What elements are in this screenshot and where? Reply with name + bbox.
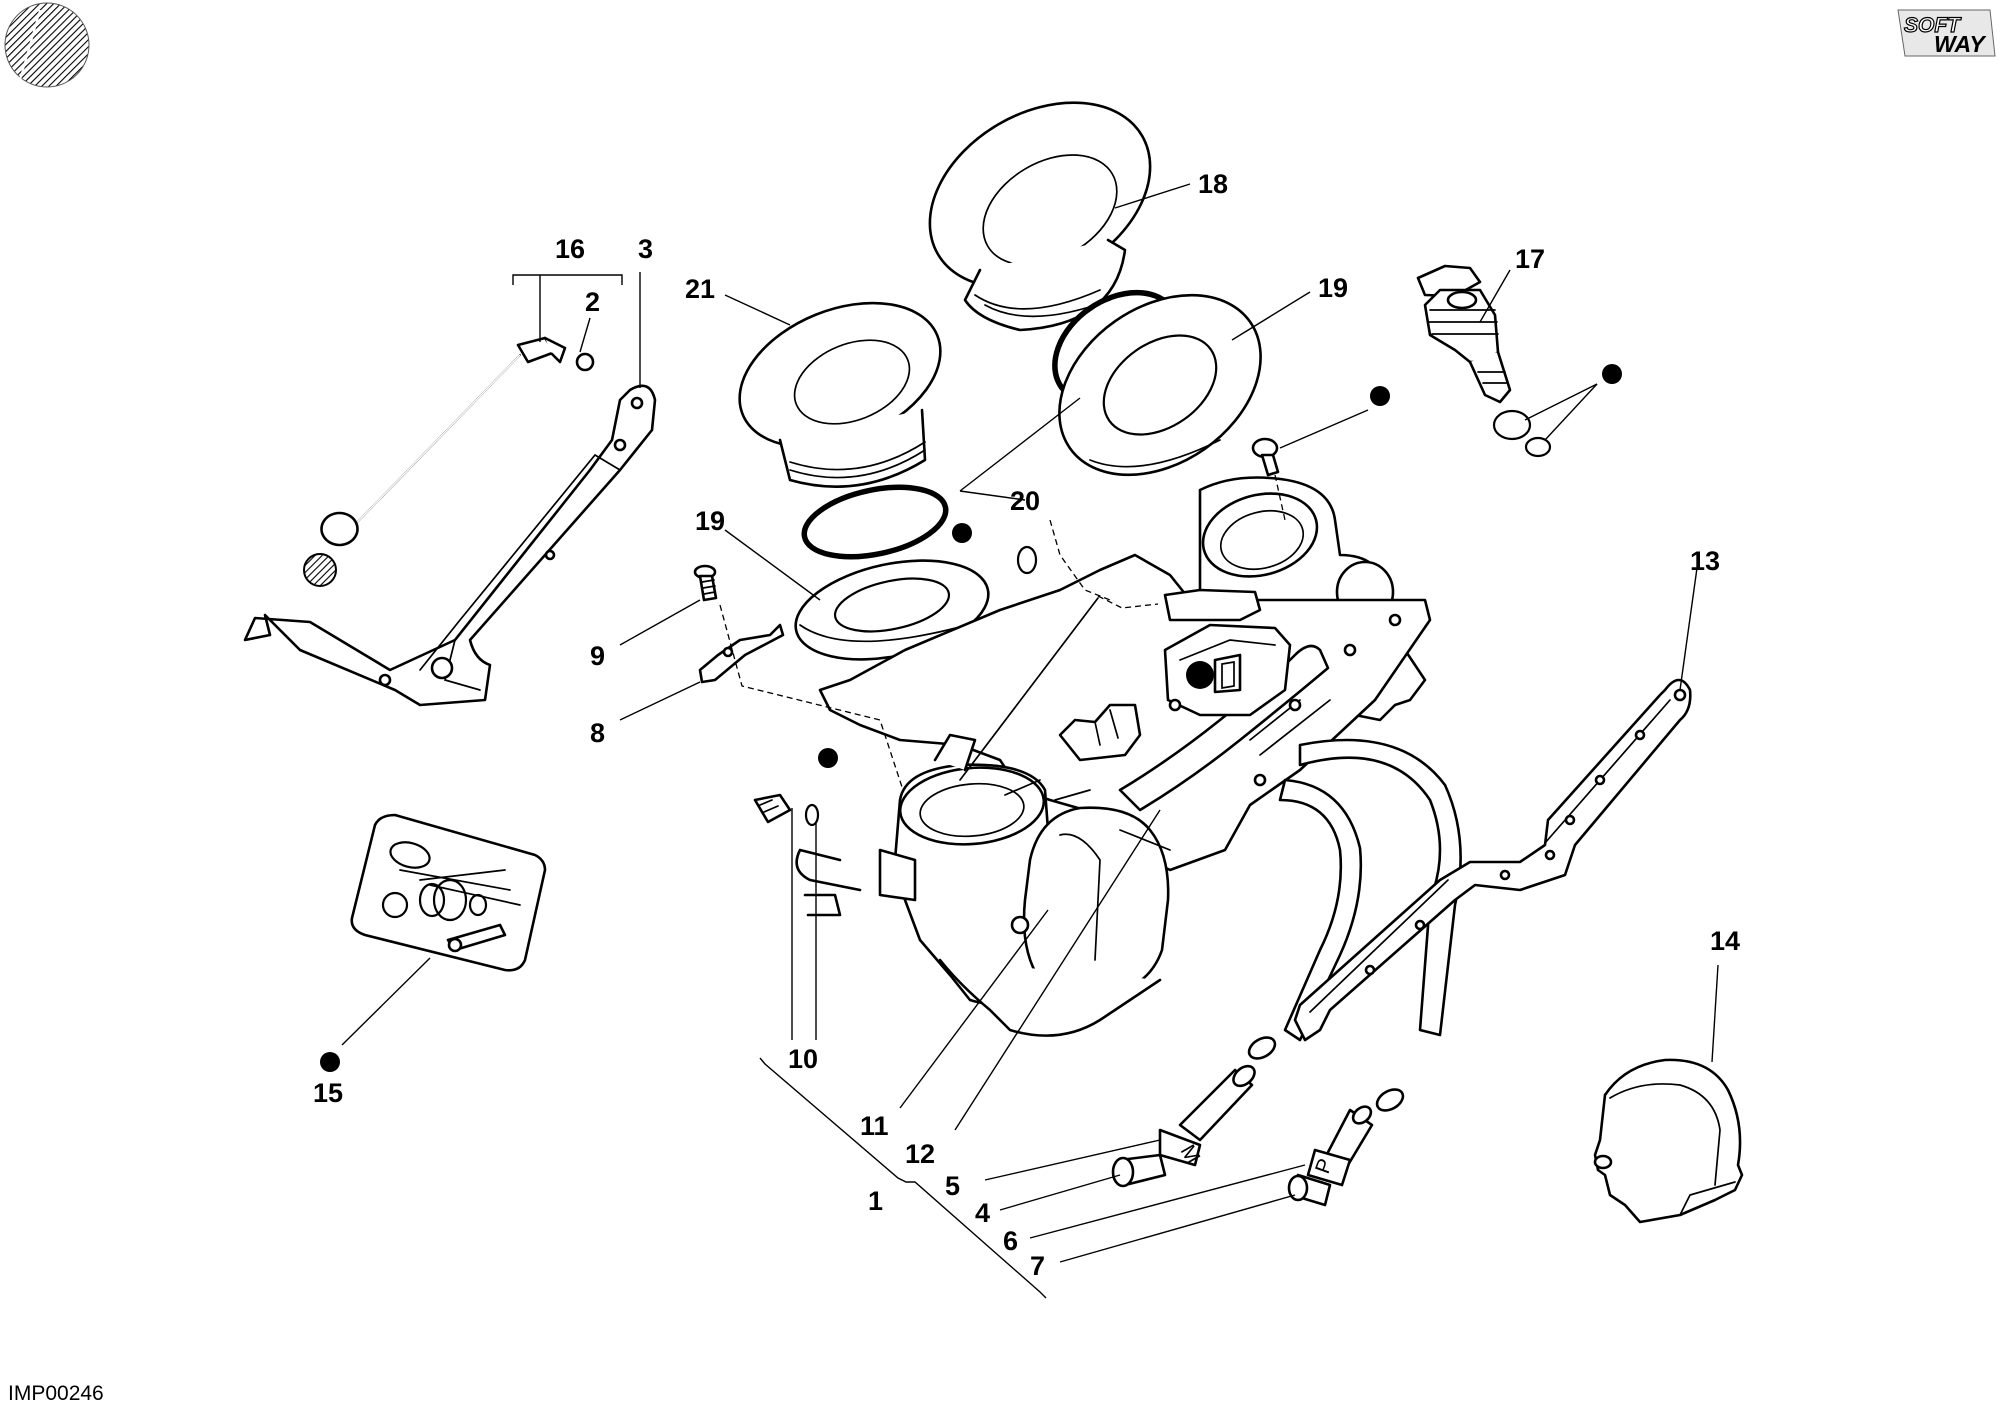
callout-13: 13 — [1690, 546, 1720, 576]
part-screw-9 — [693, 564, 718, 602]
callout-15: 15 — [313, 1078, 343, 1108]
callout-11: 11 — [860, 1111, 889, 1141]
part-breather-hoses: M P — [1111, 738, 1462, 1207]
part-screw-upper — [1251, 437, 1280, 477]
callout-6: 6 — [1003, 1226, 1018, 1256]
callout-19-lower: 19 — [695, 506, 725, 536]
part-injector-o-ring-b — [1524, 436, 1552, 458]
part-throttle-cable — [303, 336, 595, 587]
callout-8: 8 — [590, 718, 605, 748]
part-sensor-cover — [1593, 1058, 1744, 1224]
callout-20: 20 — [1010, 486, 1040, 516]
callout-1: 1 — [868, 1186, 883, 1216]
callout-4: 4 — [975, 1198, 990, 1228]
part-small-o-ring — [1016, 545, 1038, 575]
callout-10: 10 — [788, 1044, 818, 1074]
part-throttle-body-assembly — [795, 476, 1432, 1037]
part-gasket-upper — [1058, 293, 1262, 477]
softway-logo: SOFT WAY — [1897, 9, 1996, 57]
part-fuel-injector — [1416, 264, 1512, 404]
part-gasket-kit — [350, 813, 547, 972]
callout-2: 2 — [585, 287, 600, 317]
callout-18: 18 — [1198, 169, 1228, 199]
indicator-dot-10 — [818, 748, 838, 768]
drawing-code: IMP00246 — [8, 1382, 104, 1405]
callout-12: 12 — [905, 1139, 935, 1169]
part-screw-10 — [753, 793, 820, 827]
callout-7: 7 — [1030, 1251, 1045, 1281]
part-right-bracket — [1293, 678, 1692, 1042]
indicator-dot-oring — [952, 523, 972, 543]
callout-21: 21 — [685, 274, 715, 304]
brand-emblem-icon — [4, 2, 90, 88]
part-intake-trumpet-left — [738, 301, 942, 488]
callout-14: 14 — [1710, 926, 1740, 956]
part-intake-trumpet-upper — [928, 101, 1152, 332]
callout-19-upper: 19 — [1318, 273, 1348, 303]
callout-16: 16 — [555, 234, 585, 264]
part-left-bracket — [243, 384, 657, 707]
svg-text:SOFT: SOFT — [1904, 14, 1962, 37]
part-o-ring-lower — [801, 484, 949, 560]
callout-5: 5 — [945, 1171, 960, 1201]
callout-17: 17 — [1515, 244, 1545, 274]
callout-9: 9 — [590, 641, 605, 671]
indicator-dot-screw — [1370, 386, 1390, 406]
leader-lines — [341, 183, 1719, 1299]
svg-text:WAY: WAY — [1934, 31, 1987, 57]
callout-3: 3 — [638, 234, 653, 264]
part-plate-8 — [698, 623, 785, 684]
indicator-dot-15 — [320, 1052, 340, 1072]
callout-labels: 16 3 2 21 18 19 17 20 19 9 8 13 14 15 10… — [313, 169, 1740, 1281]
part-injector-o-ring-a — [1492, 409, 1532, 441]
indicator-dot-17 — [1602, 364, 1622, 384]
